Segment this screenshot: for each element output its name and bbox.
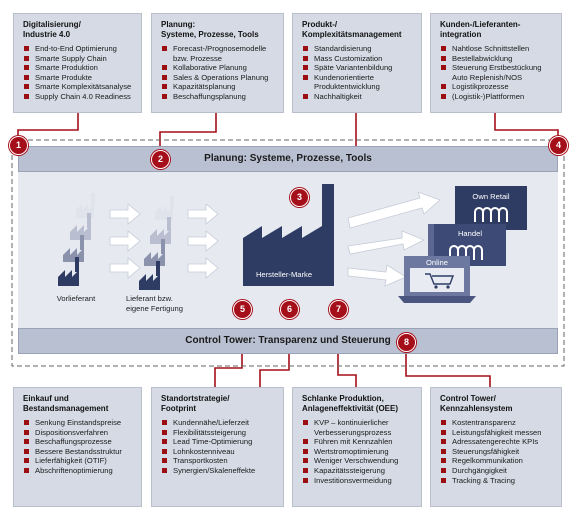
list-item: Lieferfähigkeit (OTIF) xyxy=(23,456,134,466)
list-item: Lead Time-Optimierung xyxy=(161,437,276,447)
hersteller-factory-icon xyxy=(243,184,334,286)
list-item: Smarte Produkte xyxy=(23,73,134,83)
badge-4: 4 xyxy=(549,136,568,155)
box-title: Kunden-/Lieferanten- integration xyxy=(440,20,521,39)
vorlieferant-label: Vorlieferant xyxy=(56,294,96,303)
list-item: Kundenorientierte Produktentwicklung xyxy=(302,73,414,92)
box-title: Schlanke Produktion, Anlageneffektivität… xyxy=(302,394,399,413)
list-item: Späte Variantenbildung xyxy=(302,63,414,73)
list-item: Steuerung Erstbestückung Auto Replenish/… xyxy=(440,63,554,82)
list-item: Smarte Komplexitätsanalyse xyxy=(23,82,134,92)
list-item: Mass Customization xyxy=(302,54,414,64)
list-item: End-to-End Optimierung xyxy=(23,44,134,54)
box-standort: Standortstrategie/ Footprint Kundennähe/… xyxy=(151,387,284,507)
badge-5: 5 xyxy=(233,300,252,319)
box-control-tower: Control Tower/ Kennzahlensystem Kostentr… xyxy=(430,387,562,507)
box-schlanke-produktion: Schlanke Produktion, Anlageneffektivität… xyxy=(292,387,422,507)
hersteller-label: Hersteller-Marke xyxy=(255,270,313,279)
list-item: Kapazitätssteigerung xyxy=(302,466,414,476)
list-item: Sales & Operations Planung xyxy=(161,73,276,83)
online-laptop-icon xyxy=(398,256,476,303)
list-item: Nahtlose Schnittstellen xyxy=(440,44,554,54)
list-item: Lohnkostenniveau xyxy=(161,447,276,457)
list-item: Steuerungsfähigkeit xyxy=(440,447,554,457)
list-item: Beschaffungsplanung xyxy=(161,92,276,102)
list-item: Kollaborative Planung xyxy=(161,63,276,73)
list-item: Bessere Bestandsstruktur xyxy=(23,447,134,457)
list-item: Nachhaltigkeit xyxy=(302,92,414,102)
list-item: Synergien/Skaleneffekte xyxy=(161,466,276,476)
vorlieferant-factory-icon xyxy=(58,193,95,286)
list-item: Durchgängigkeit xyxy=(440,466,554,476)
badge-3: 3 xyxy=(290,188,309,207)
list-item: Leistungsfähigkeit messen xyxy=(440,428,554,438)
list-item: Wertstromoptimierung xyxy=(302,447,414,457)
badge-8: 8 xyxy=(397,333,416,352)
list-item: KVP – kontinuierlicher Verbesserungsproz… xyxy=(302,418,414,437)
list-item: Logistikprozesse xyxy=(440,82,554,92)
box-einkauf: Einkauf und Bestandsmanagement Senkung E… xyxy=(13,387,142,507)
list-item: Flexibilitätssteigerung xyxy=(161,428,276,438)
list-item: Dispositionsverfahren xyxy=(23,428,134,438)
box-title: Einkauf und Bestandsmanagement xyxy=(23,394,109,413)
box-title: Digitalisierung/ Industrie 4.0 xyxy=(23,20,81,39)
list-item: Kundennähe/Lieferzeit xyxy=(161,418,276,428)
list-item: Smarte Supply Chain xyxy=(23,54,134,64)
planning-bar: Planung: Systeme, Prozesse, Tools xyxy=(18,146,558,172)
list-item: Bestellabwicklung xyxy=(440,54,554,64)
list-item: Weniger Verschwendung xyxy=(302,456,414,466)
box-title: Planung: Systeme, Prozesse, Tools xyxy=(161,20,259,39)
handel-label: Handel xyxy=(457,229,483,238)
list-item: Senkung Einstandspreise xyxy=(23,418,134,428)
list-item: Regelkommunikation xyxy=(440,456,554,466)
list-item: Beschaffungsprozesse xyxy=(23,437,134,447)
box-planung: Planung: Systeme, Prozesse, Tools Foreca… xyxy=(151,13,284,113)
list-item: Tracking & Tracing xyxy=(440,476,554,486)
list-item: Adressatengerechte KPIs xyxy=(440,437,554,447)
list-item: Supply Chain 4.0 Readiness xyxy=(23,92,134,102)
box-title: Standortstrategie/ Footprint xyxy=(161,394,230,413)
online-label: Online xyxy=(426,258,448,267)
box-title: Produkt-/ Komplexitätsmanagement xyxy=(302,20,402,39)
badge-6: 6 xyxy=(280,300,299,319)
badge-1: 1 xyxy=(9,136,28,155)
control-tower-bar: Control Tower: Transparenz und Steuerung xyxy=(18,328,558,354)
list-item: Investitionsvermeidung xyxy=(302,476,414,486)
box-kunden: Kunden-/Lieferanten- integration Nahtlos… xyxy=(430,13,562,113)
badge-7: 7 xyxy=(329,300,348,319)
list-item: Transportkosten xyxy=(161,456,276,466)
badge-2: 2 xyxy=(151,150,170,169)
box-digitalisierung: Digitalisierung/ Industrie 4.0 End-to-En… xyxy=(13,13,142,113)
box-produkt: Produkt-/ Komplexitätsmanagement Standar… xyxy=(292,13,422,113)
list-item: Abschriftenoptimierung xyxy=(23,466,134,476)
list-item: Führen mit Kennzahlen xyxy=(302,437,414,447)
list-item: Forecast-/Prognosemodelle bzw. Prozesse xyxy=(161,44,276,63)
lieferant-label: Lieferant bzw. eigene Fertigung xyxy=(126,294,183,313)
own-retail-store-icon xyxy=(455,186,527,230)
lieferant-factory-icon xyxy=(139,196,174,290)
list-item: (Logistik-)Plattformen xyxy=(440,92,554,102)
box-title: Control Tower/ Kennzahlensystem xyxy=(440,394,513,413)
list-item: Standardisierung xyxy=(302,44,414,54)
list-item: Kostentransparenz xyxy=(440,418,554,428)
list-item: Kapazitätsplanung xyxy=(161,82,276,92)
own-retail-label: Own Retail xyxy=(472,192,510,201)
list-item: Smarte Produktion xyxy=(23,63,134,73)
